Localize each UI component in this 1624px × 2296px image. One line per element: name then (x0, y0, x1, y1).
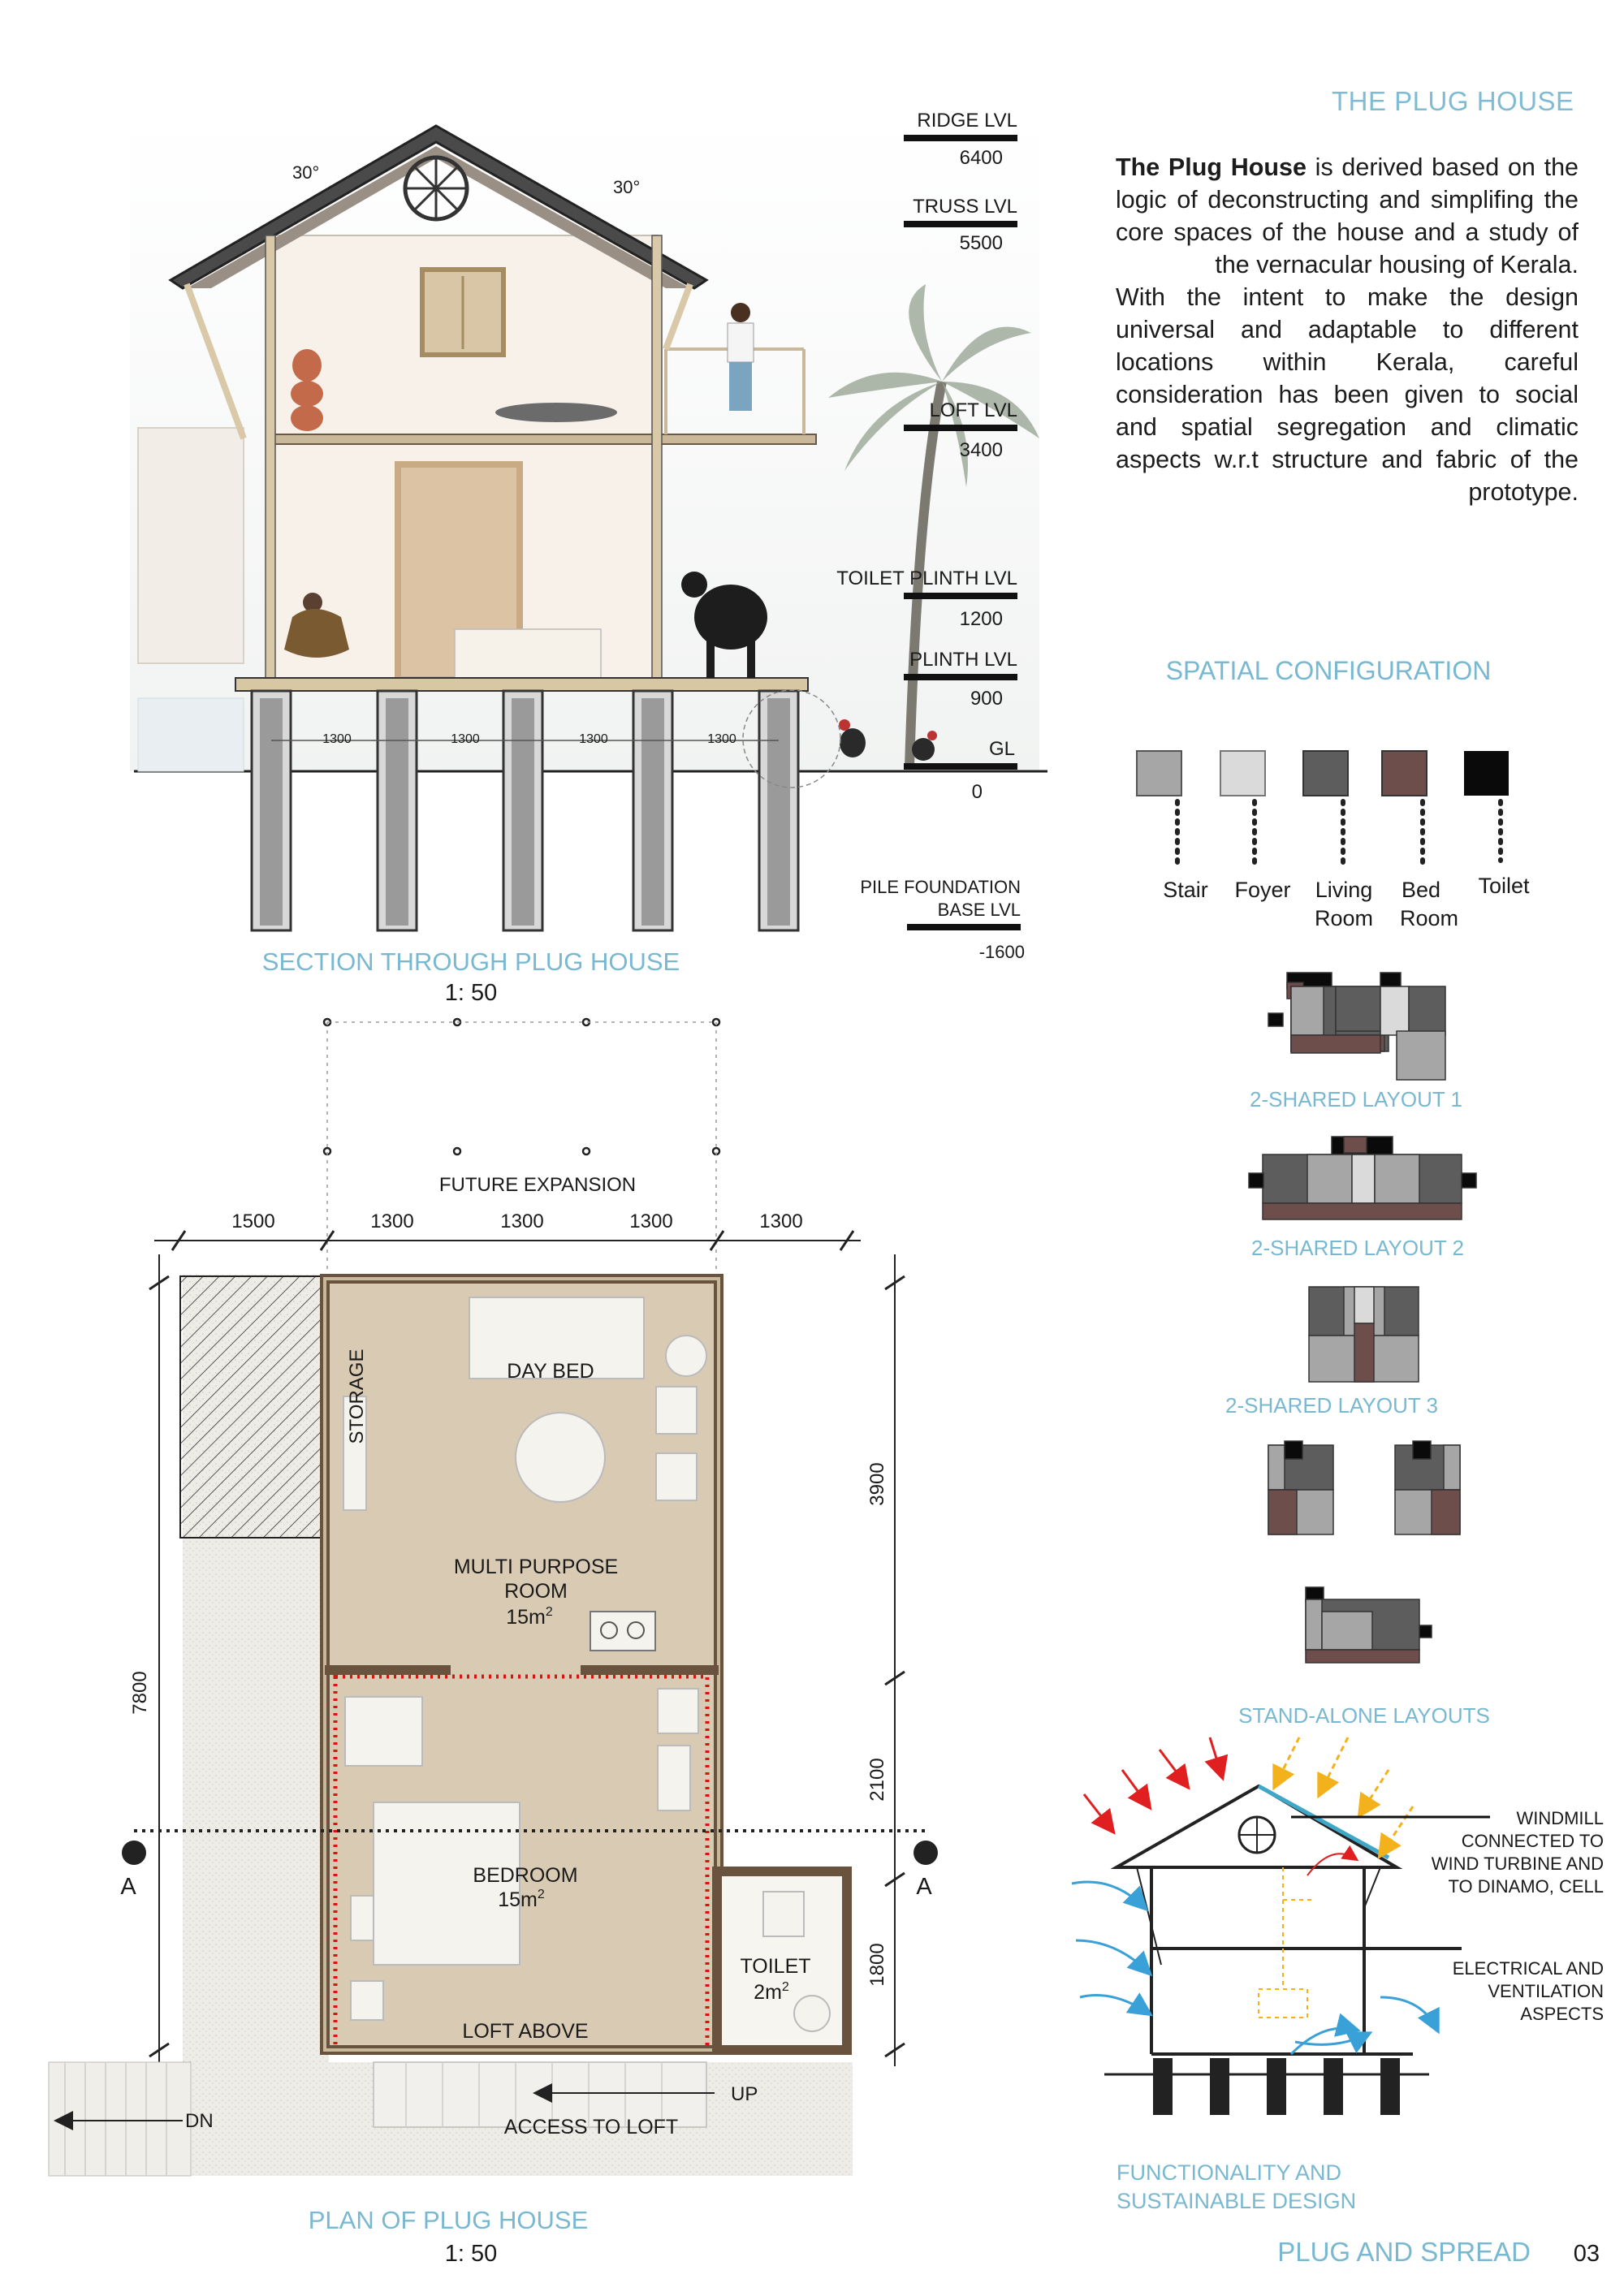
up-label: UP (731, 2083, 758, 2105)
bed-area-label: 15m2 (498, 1888, 545, 1911)
day-bed-label: DAY BED (507, 1360, 594, 1383)
level-value: -1600 (979, 942, 1025, 962)
dim-left: 7800 (129, 1671, 151, 1714)
level-value: 1200 (960, 608, 1003, 630)
section-mark-right: A (916, 1874, 932, 1900)
mp-area-label: 15m2 (506, 1605, 553, 1629)
legend-swatch-foyer (1220, 750, 1266, 796)
level-label: RIDGE LVL (917, 110, 1017, 132)
legend-label-foyer: Foyer (1234, 878, 1290, 902)
plan-drawing (48, 1017, 938, 2177)
toilet-label: TOILET (740, 1955, 810, 1978)
layout-1-diagram (1268, 972, 1446, 1081)
windmill-note: TO DINAMO, CELL (1448, 1876, 1604, 1897)
dim-right: 3900 (866, 1462, 888, 1505)
section-mark-left: A (120, 1874, 136, 1900)
level-label-pile-1: PILE FOUNDATION (860, 877, 1021, 897)
dn-label: DN (185, 2110, 214, 2132)
level-value: 3400 (960, 439, 1003, 461)
level-label-pile-2: BASE LVL (938, 900, 1021, 920)
standalone-diagram (1305, 1586, 1432, 1664)
legend-label-stair: Stair (1163, 878, 1208, 902)
windmill-note: WIND TURBINE AND (1432, 1854, 1604, 1874)
page-title: THE PLUG HOUSE (1332, 86, 1574, 116)
access-loft-label: ACCESS TO LOFT (504, 2116, 678, 2138)
intro-para1: is derived based on the logic of deconst… (1116, 153, 1579, 278)
section-scale: 1: 50 (445, 980, 498, 1006)
electrical-note: ASPECTS (1520, 2004, 1604, 2024)
dim-top: 1300 (500, 1211, 543, 1232)
footer-title: PLUG AND SPREAD (1277, 2237, 1531, 2267)
legend-label-toilet: Toilet (1478, 874, 1530, 898)
layout-3-diagram (1308, 1286, 1419, 1383)
level-label: LOFT LVL (930, 399, 1018, 421)
sustain-title-1: FUNCTIONALITY AND (1116, 2160, 1341, 2185)
level-label: TOILET PLINTH LVL (836, 568, 1017, 589)
legend-label-living-2: Room (1315, 906, 1373, 930)
pile-spacing: 1300 (451, 732, 480, 746)
dim-top: 1300 (370, 1211, 413, 1232)
level-label: GL (989, 738, 1015, 760)
room-label: ROOM (504, 1580, 568, 1603)
level-label: TRUSS LVL (913, 196, 1017, 218)
layout-3b-diagram (1268, 1440, 1461, 1535)
multi-purpose-label: MULTI PURPOSE (454, 1556, 618, 1578)
dim-top: 1500 (231, 1211, 274, 1232)
legend-swatch-living (1302, 750, 1349, 796)
dim-top: 1300 (629, 1211, 672, 1232)
standalone-label: STAND-ALONE LAYOUTS (1238, 1703, 1490, 1728)
layout-2-diagram (1248, 1136, 1477, 1220)
roof-angle-right: 30° (613, 177, 640, 197)
page-number: 03 (1574, 2241, 1600, 2267)
pile-spacing: 1300 (322, 732, 352, 746)
level-value: 900 (970, 688, 1003, 710)
layout-1-label: 2-SHARED LAYOUT 1 (1250, 1087, 1462, 1111)
storage-label: STORAGE (346, 1349, 368, 1444)
plan-title: PLAN OF PLUG HOUSE (309, 2206, 589, 2234)
level-value: 0 (972, 781, 983, 803)
intro-text: The Plug House is derived based on the l… (1116, 151, 1579, 508)
layout-2-label: 2-SHARED LAYOUT 2 (1251, 1236, 1464, 1260)
legend-swatch-bed (1381, 750, 1427, 796)
level-label: PLINTH LVL (909, 649, 1017, 671)
section-drawing (130, 114, 1047, 932)
dim-right: 2100 (866, 1758, 888, 1801)
plan-scale: 1: 50 (445, 2241, 498, 2267)
future-expansion-label: FUTURE EXPANSION (439, 1174, 636, 1196)
intro-bold-lead: The Plug House (1116, 153, 1307, 181)
legend-label-bed-1: Bed (1402, 878, 1440, 902)
windmill-note: WINDMILL (1516, 1808, 1604, 1828)
electrical-note: ELECTRICAL AND (1453, 1958, 1604, 1979)
loft-above-label: LOFT ABOVE (462, 2020, 588, 2043)
toilet-area-label: 2m2 (754, 1980, 789, 2004)
roof-angle-left: 30° (292, 162, 319, 183)
level-value: 6400 (960, 147, 1003, 169)
dim-top: 1300 (759, 1211, 802, 1232)
intro-para2: With the intent to make the design unive… (1116, 283, 1579, 506)
bedroom-label: BEDROOM (473, 1864, 577, 1887)
pile-spacing: 1300 (579, 732, 608, 746)
level-value: 5500 (960, 232, 1003, 254)
legend-swatch-toilet (1464, 751, 1509, 796)
spatial-legend: Stair Foyer Living Room Bed Room Toilet (1136, 750, 1530, 930)
legend-swatch-stair (1136, 750, 1182, 796)
dim-right: 1800 (866, 1943, 888, 1986)
section-title: SECTION THROUGH PLUG HOUSE (262, 947, 680, 976)
sustain-sketch (1071, 1737, 1490, 2115)
windmill-note: CONNECTED TO (1462, 1831, 1604, 1851)
legend-label-bed-2: Room (1400, 906, 1458, 930)
legend-label-living-1: Living (1315, 878, 1373, 902)
pile-spacing: 1300 (707, 732, 736, 746)
spatial-title: SPATIAL CONFIGURATION (1166, 656, 1492, 685)
electrical-note: VENTILATION (1488, 1981, 1604, 2001)
layout-3-label: 2-SHARED LAYOUT 3 (1225, 1393, 1438, 1418)
sustain-title-2: SUSTAINABLE DESIGN (1116, 2189, 1356, 2213)
